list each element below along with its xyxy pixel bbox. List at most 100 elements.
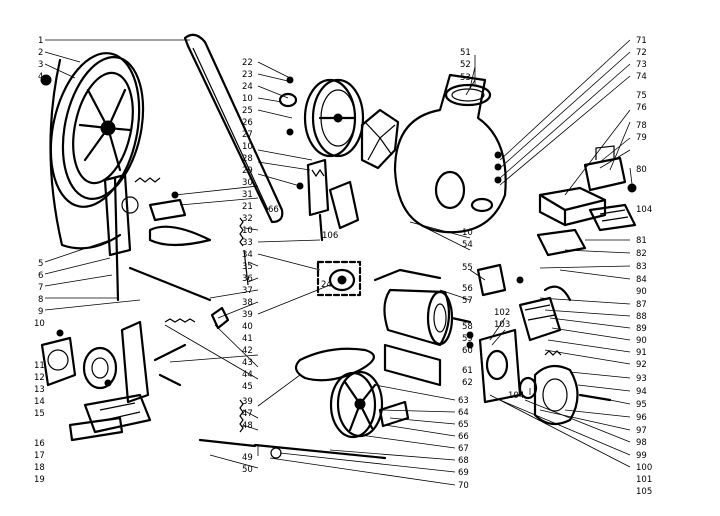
callout-label: 102 <box>494 308 510 318</box>
callout-label: 80 <box>636 165 647 175</box>
callout-label: 68 <box>458 456 469 466</box>
callout-label: 101 <box>636 475 652 485</box>
callout-label: 70 <box>458 481 469 491</box>
callout-label: 61 <box>462 366 473 376</box>
callout-label: 39 <box>242 310 253 320</box>
callouts-right: 71 72 73 74 75 76 78 79 80 104 81 82 83 … <box>636 36 652 497</box>
callout-label: 41 <box>242 334 253 344</box>
callout-label: 38 <box>242 298 253 308</box>
callout-label: 11 <box>34 361 45 371</box>
callout-label: 37 <box>242 286 253 296</box>
callout-label: 1 <box>38 36 43 46</box>
callout-label: 89 <box>636 324 647 334</box>
callout-label: 65 <box>458 420 469 430</box>
callout-label: 104 <box>636 205 652 215</box>
callout-label: 87 <box>636 300 647 310</box>
callout-label: 4 <box>38 72 43 82</box>
callout-label: 10 <box>242 142 253 152</box>
callout-label: 83 <box>636 262 647 272</box>
callout-label: 100 <box>636 463 652 473</box>
callout-label: 10 <box>462 228 473 238</box>
callout-label: 59 <box>462 334 473 344</box>
callout-label: 81 <box>636 236 647 246</box>
callouts-misc: 51 52 53 10 54 55 56 102 103 104 <box>460 48 524 401</box>
callout-label: 43 <box>242 358 253 368</box>
callout-label: 84 <box>636 275 647 285</box>
callouts-center-upper: 22 23 24 10 25 26 27 10 28 29 30 31 21 3… <box>242 58 338 392</box>
callout-label: 14 <box>34 397 45 407</box>
callout-label: 32 <box>242 214 253 224</box>
callout-label: 40 <box>242 322 253 332</box>
callouts-center-lower: 39 47 48 49 50 63 64 65 66 67 68 69 70 2… <box>242 280 473 491</box>
callout-label: 45 <box>242 382 253 392</box>
large-pulley-assembly <box>40 52 145 250</box>
callout-label: 92 <box>636 360 647 370</box>
leader-lines <box>44 39 633 486</box>
callout-label: 15 <box>34 409 45 419</box>
callout-label: 71 <box>636 36 647 46</box>
callout-label: 42 <box>242 346 253 356</box>
callout-label: 36 <box>242 274 253 284</box>
callout-label: 99 <box>636 451 647 461</box>
callout-label: 2 <box>38 48 43 58</box>
callout-label: 103 <box>494 320 510 330</box>
switch-box-assembly <box>536 145 637 257</box>
callout-label: 29 <box>242 166 253 176</box>
callout-label: 74 <box>636 72 647 82</box>
callout-label: 76 <box>636 103 647 113</box>
gearbox-assembly <box>478 276 612 426</box>
fan-wheel-assembly <box>278 76 400 170</box>
callout-label: 22 <box>242 58 253 68</box>
callout-label: 60 <box>462 346 473 356</box>
left-bracket-assembly <box>103 173 212 302</box>
callout-label: 25 <box>242 106 253 116</box>
callout-label: 90 <box>636 287 647 297</box>
callout-label: 98 <box>636 438 647 448</box>
callout-label: 12 <box>34 373 45 383</box>
callout-label: 47 <box>242 409 253 419</box>
callout-label: 94 <box>636 387 647 397</box>
callout-label: 33 <box>242 238 253 248</box>
drive-belt-long <box>183 33 284 224</box>
callout-label: 91 <box>636 348 647 358</box>
callout-label: 23 <box>242 70 253 80</box>
callout-label: 75 <box>636 91 647 101</box>
callout-label: 52 <box>460 60 471 70</box>
callout-label: 21 <box>242 202 253 212</box>
callout-label: 51 <box>460 48 471 58</box>
callout-label: 104 <box>508 391 524 401</box>
callout-label: 96 <box>636 413 647 423</box>
callout-label: 55 <box>462 263 473 273</box>
callout-label: 30 <box>242 178 253 188</box>
lower-pulley-assembly <box>253 347 410 460</box>
callout-label: 106 <box>322 231 338 241</box>
callout-label: 62 <box>462 378 473 388</box>
spring-linkage-assembly <box>171 158 360 286</box>
callout-label: 10 <box>242 94 253 104</box>
callout-label: 13 <box>34 385 45 395</box>
callout-label: 48 <box>242 421 253 431</box>
callout-label: 69 <box>458 468 469 478</box>
callout-label: 57 <box>462 296 473 306</box>
callout-label: 54 <box>462 240 473 250</box>
callout-label: 27 <box>242 130 253 140</box>
blower-housing <box>393 73 507 234</box>
callout-label: 17 <box>34 451 45 461</box>
lower-left-motor-assembly <box>40 320 187 442</box>
callout-label: 78 <box>636 121 647 131</box>
callout-label: 63 <box>458 396 469 406</box>
callout-label: 88 <box>636 312 647 322</box>
callout-label: 72 <box>636 48 647 58</box>
callout-label: 39 <box>242 397 253 407</box>
callout-label: 3 <box>38 60 43 70</box>
callout-label: 28 <box>242 154 253 164</box>
callout-label: 26 <box>242 118 253 128</box>
callout-label: 90 <box>636 336 647 346</box>
callout-label: 50 <box>242 465 253 475</box>
callout-label: 97 <box>636 426 647 436</box>
callout-label: 6 <box>38 271 43 281</box>
callout-label: 24 <box>242 82 253 92</box>
callout-label: 18 <box>34 463 45 473</box>
callout-label: 64 <box>458 408 469 418</box>
